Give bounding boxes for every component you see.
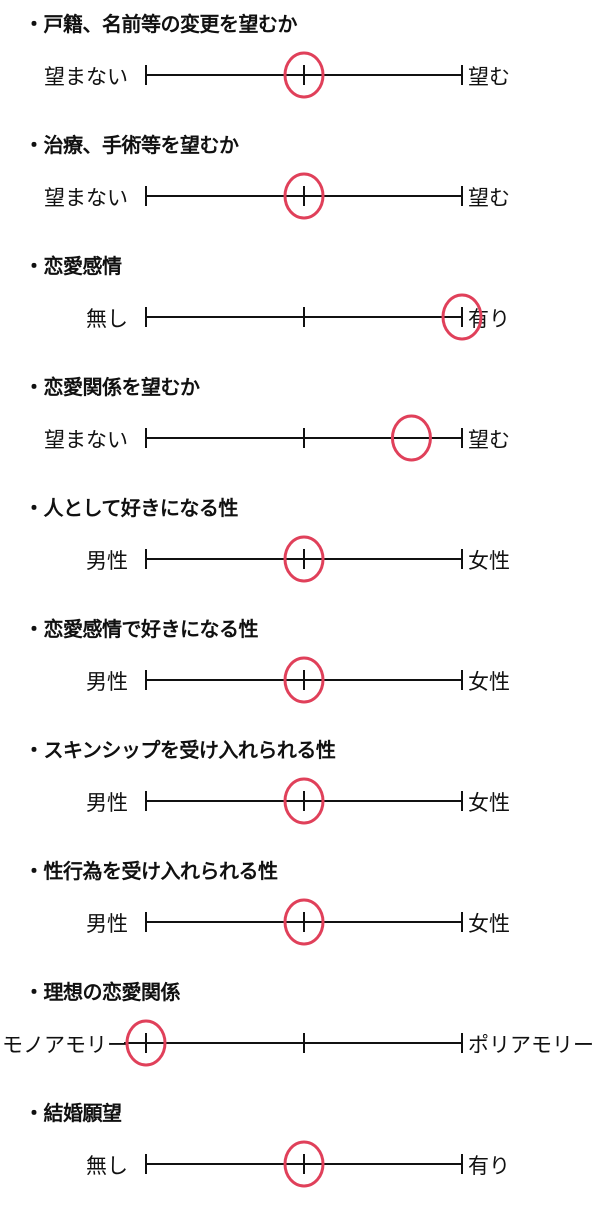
scale-left-label: 男性 bbox=[86, 549, 128, 573]
scale-right-label: 女性 bbox=[468, 791, 510, 815]
question-label: ・性行為を受け入れられる性 bbox=[24, 859, 278, 883]
question-row: ・恋愛感情 無し 有り bbox=[0, 246, 613, 366]
scale-right-label: 女性 bbox=[468, 912, 510, 936]
rating-scale[interactable] bbox=[0, 730, 613, 850]
scale-right-label: 女性 bbox=[468, 549, 510, 573]
scale-right-label: ポリアモリー bbox=[468, 1033, 594, 1057]
scale-left-label: モノアモリー bbox=[2, 1033, 128, 1057]
selected-marker[interactable] bbox=[283, 656, 325, 704]
selected-marker[interactable] bbox=[283, 172, 325, 220]
question-row: ・スキンシップを受け入れられる性 男性 女性 bbox=[0, 730, 613, 850]
scale-right-label: 望む bbox=[468, 186, 510, 210]
question-row: ・戸籍、名前等の変更を望むか 望まない 望む bbox=[0, 4, 613, 124]
rating-scale[interactable] bbox=[0, 125, 613, 245]
scale-left-label: 望まない bbox=[44, 186, 128, 210]
selected-marker[interactable] bbox=[125, 1019, 167, 1067]
rating-scale[interactable] bbox=[0, 4, 613, 124]
rating-scale[interactable] bbox=[0, 488, 613, 608]
rating-scale[interactable] bbox=[0, 609, 613, 729]
question-label: ・結婚願望 bbox=[24, 1101, 122, 1125]
selected-marker[interactable] bbox=[283, 777, 325, 825]
rating-scale[interactable] bbox=[0, 246, 613, 366]
question-row: ・恋愛関係を望むか 望まない 望む bbox=[0, 367, 613, 487]
scale-right-label: 女性 bbox=[468, 670, 510, 694]
rating-scale[interactable] bbox=[0, 972, 613, 1092]
scale-left-label: 望まない bbox=[44, 428, 128, 452]
scale-right-label: 望む bbox=[468, 428, 510, 452]
selected-marker[interactable] bbox=[283, 1140, 325, 1188]
selected-marker[interactable] bbox=[441, 293, 483, 341]
question-row: ・治療、手術等を望むか 望まない 望む bbox=[0, 125, 613, 245]
question-label: ・人として好きになる性 bbox=[24, 496, 238, 520]
scale-left-label: 男性 bbox=[86, 912, 128, 936]
selected-marker[interactable] bbox=[283, 51, 325, 99]
scale-right-label: 有り bbox=[468, 1154, 510, 1178]
question-label: ・戸籍、名前等の変更を望むか bbox=[24, 12, 298, 36]
selected-marker[interactable] bbox=[283, 898, 325, 946]
scale-left-label: 男性 bbox=[86, 670, 128, 694]
question-label: ・理想の恋愛関係 bbox=[24, 980, 181, 1004]
question-row: ・恋愛感情で好きになる性 男性 女性 bbox=[0, 609, 613, 729]
question-label: ・恋愛感情 bbox=[24, 254, 122, 278]
question-label: ・治療、手術等を望むか bbox=[24, 133, 239, 157]
question-label: ・スキンシップを受け入れられる性 bbox=[24, 738, 336, 762]
scale-left-label: 男性 bbox=[86, 791, 128, 815]
question-row: ・理想の恋愛関係 モノアモリー ポリアモリー bbox=[0, 972, 613, 1092]
question-label: ・恋愛感情で好きになる性 bbox=[24, 617, 259, 641]
scale-right-label: 望む bbox=[468, 65, 510, 89]
question-row: ・性行為を受け入れられる性 男性 女性 bbox=[0, 851, 613, 971]
rating-scale[interactable] bbox=[0, 851, 613, 971]
scale-left-label: 無し bbox=[86, 1154, 128, 1178]
question-row: ・結婚願望 無し 有り bbox=[0, 1093, 613, 1213]
selected-marker[interactable] bbox=[283, 535, 325, 583]
scale-right-label: 有り bbox=[468, 307, 510, 331]
scale-left-label: 望まない bbox=[44, 65, 128, 89]
question-label: ・恋愛関係を望むか bbox=[24, 375, 200, 399]
rating-scale[interactable] bbox=[0, 1093, 613, 1213]
selected-marker[interactable] bbox=[390, 414, 432, 462]
question-row: ・人として好きになる性 男性 女性 bbox=[0, 488, 613, 608]
scale-left-label: 無し bbox=[86, 307, 128, 331]
rating-scale[interactable] bbox=[0, 367, 613, 487]
